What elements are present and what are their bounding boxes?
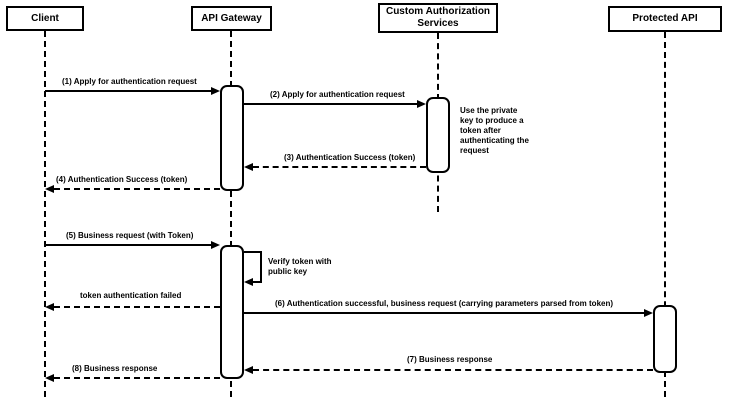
message-3-line xyxy=(253,166,426,168)
message-2-label: (2) Apply for authentication request xyxy=(270,90,405,99)
activation-custom-authorization xyxy=(426,97,450,173)
message-7-label: (7) Business response xyxy=(407,355,493,364)
message-1-label: (1) Apply for authentication request xyxy=(62,77,197,86)
message-4-label: (4) Authentication Success (token) xyxy=(56,175,188,184)
actor-custom-authorization-services: Custom Authorization Services xyxy=(378,3,498,33)
message-8-line xyxy=(54,377,220,379)
message-5-arrowhead xyxy=(211,241,220,249)
self-message-top-line xyxy=(244,251,262,253)
message-5-label: (5) Business request (with Token) xyxy=(66,231,194,240)
message-2-arrowhead xyxy=(417,100,426,108)
message-6-line xyxy=(244,312,644,314)
lifeline-client xyxy=(44,31,46,397)
message-7-arrowhead xyxy=(244,366,253,374)
message-3-arrowhead xyxy=(244,163,253,171)
lifeline-protected-api xyxy=(664,32,666,397)
message-token-failed-label: token authentication failed xyxy=(80,291,182,300)
self-message-right-line xyxy=(260,251,262,282)
message-2-line xyxy=(244,103,418,105)
message-8-arrowhead xyxy=(45,374,54,382)
message-4-arrowhead xyxy=(45,185,54,193)
self-message-bottom-line xyxy=(253,281,262,283)
message-6-arrowhead xyxy=(644,309,653,317)
activation-api-gateway-business xyxy=(220,245,244,379)
message-4-line xyxy=(54,188,220,190)
note-private-key: Use the private key to produce a token a… xyxy=(460,106,529,155)
self-message-label: Verify token with public key xyxy=(268,257,332,276)
message-token-failed-arrowhead xyxy=(45,303,54,311)
message-6-label: (6) Authentication successful, business … xyxy=(275,299,614,308)
activation-protected-api xyxy=(653,305,677,373)
message-8-label: (8) Business response xyxy=(72,364,158,373)
actor-client: Client xyxy=(6,6,84,31)
message-1-line xyxy=(45,90,212,92)
actor-api-gateway-label: API Gateway xyxy=(201,12,262,24)
actor-api-gateway: API Gateway xyxy=(191,6,272,31)
message-3-label: (3) Authentication Success (token) xyxy=(284,153,416,162)
message-1-arrowhead xyxy=(211,87,220,95)
lifeline-api-gateway xyxy=(230,31,232,397)
activation-api-gateway-auth xyxy=(220,85,244,191)
actor-client-label: Client xyxy=(31,12,59,24)
actor-protected-api-label: Protected API xyxy=(632,13,698,24)
actor-protected-api: Protected API xyxy=(608,6,722,32)
message-5-line xyxy=(45,244,212,246)
message-token-failed-line xyxy=(54,306,220,308)
message-7-line xyxy=(253,369,653,371)
self-message-arrowhead xyxy=(244,278,253,286)
actor-custom-authorization-services-label: Custom Authorization Services xyxy=(385,6,491,29)
